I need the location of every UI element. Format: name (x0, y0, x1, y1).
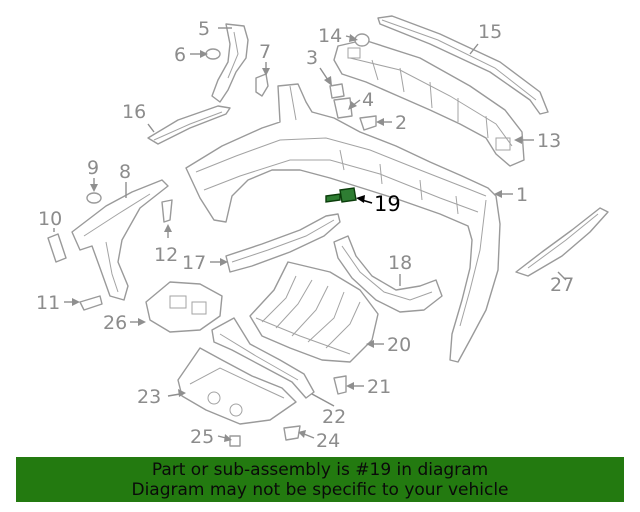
banner-line-disclaimer: Diagram may not be specific to your vehi… (131, 480, 509, 500)
part-27-strip (515, 207, 609, 277)
part-18-bracket (333, 235, 443, 313)
info-banner: Part or sub-assembly is #19 in diagram D… (16, 457, 624, 502)
callout-6: 6 (174, 44, 186, 66)
part-16-strip (147, 105, 231, 145)
callout-26: 26 (103, 312, 127, 334)
callout-25: 25 (190, 426, 214, 448)
callout-12: 12 (154, 244, 178, 266)
part-20-grille (249, 261, 379, 363)
callout-24: 24 (316, 430, 340, 452)
callout-17: 17 (182, 252, 206, 274)
callout-15: 15 (478, 21, 502, 43)
leader-lines (53, 27, 567, 442)
callout-23: 23 (137, 386, 161, 408)
fastener-parts (47, 33, 377, 447)
part-8-bracket (71, 179, 169, 301)
callout-16: 16 (122, 101, 146, 123)
part-26-bracket (145, 281, 223, 333)
callout-19-highlighted: 19 (374, 192, 401, 216)
callout-13: 13 (537, 130, 561, 152)
parts-diagram: 1 2 3 4 5 6 7 8 9 10 11 12 13 14 15 16 1… (36, 15, 609, 452)
part-17-strip (225, 213, 341, 273)
callout-14: 14 (318, 25, 342, 47)
part-15-strip (377, 15, 549, 115)
callout-11: 11 (36, 292, 60, 314)
callout-numbers: 1 2 3 4 5 6 7 8 9 10 11 12 13 14 15 16 1… (36, 18, 574, 452)
callout-4: 4 (362, 89, 374, 111)
callout-5: 5 (198, 18, 210, 40)
callout-9: 9 (87, 157, 99, 179)
callout-21: 21 (367, 376, 391, 398)
part-5-bracket (211, 23, 249, 103)
callout-3: 3 (306, 47, 318, 69)
callout-7: 7 (259, 41, 271, 63)
callout-10: 10 (38, 208, 62, 230)
part-22-bracket (211, 317, 315, 399)
callout-2: 2 (395, 112, 407, 134)
callout-1: 1 (516, 184, 528, 206)
banner-line-part: Part or sub-assembly is #19 in diagram (151, 460, 489, 480)
part-1-bumper-cover (185, 83, 501, 363)
callout-20: 20 (387, 334, 411, 356)
part-13-beam (333, 39, 525, 167)
callout-22: 22 (322, 406, 346, 428)
callout-27: 27 (550, 274, 574, 296)
callout-8: 8 (119, 161, 131, 183)
part-23-undertray (177, 347, 297, 425)
callout-18: 18 (388, 252, 412, 274)
part-19-highlighted (325, 187, 357, 203)
